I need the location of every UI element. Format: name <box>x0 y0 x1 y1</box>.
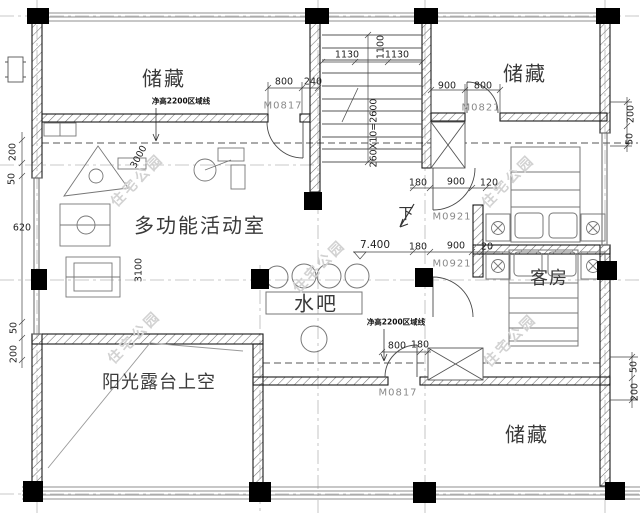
dim-left-200-bottom: 200 <box>8 344 20 364</box>
storage-cabinet <box>43 122 77 137</box>
clear-height-note-left: 净高2200区域线 <box>151 96 211 106</box>
dim-900-lower: 900 <box>446 240 466 252</box>
room-label-water-bar: 水吧 <box>294 291 338 316</box>
staircase <box>322 34 422 163</box>
dim-left-50-bottom: 50 <box>8 321 20 335</box>
door-swings <box>266 81 499 378</box>
dim-right-200-bottom: 200 <box>629 382 640 402</box>
room-label-activity-room: 多功能活动室 <box>134 213 266 238</box>
door-label-m0817-top: M0817 <box>263 100 303 112</box>
room-label-terrace: 阳光露台上空 <box>102 372 216 393</box>
nightstand-lamp-icons <box>491 221 600 273</box>
window-left <box>32 177 42 335</box>
door-label-m0921-upper: M0921 <box>432 211 472 223</box>
door-label-m0817-bottom: M0817 <box>378 387 418 399</box>
dim-1130-left: 1130 <box>334 49 360 61</box>
dim-right-50-bottom: 50 <box>628 360 640 374</box>
gym-equipment <box>59 145 246 298</box>
dim-right-200-top: 200 <box>625 104 637 124</box>
door-label-m0921-lower: M0921 <box>432 258 472 270</box>
dim-900-top-right: 900 <box>437 80 457 92</box>
dim-left-620: 620 <box>12 222 32 234</box>
dim-800-top-right: 800 <box>473 80 493 92</box>
level-mark: 7.400 <box>359 239 391 251</box>
dim-900-upper: 900 <box>446 176 466 188</box>
dim-120: 120 <box>479 177 499 189</box>
clear-height-note-center: 净高2200区域线 <box>366 317 426 327</box>
dim-180-lower: 180 <box>408 241 428 253</box>
dimension-lines <box>18 31 638 408</box>
bed-lower <box>485 249 606 347</box>
room-label-storage-bottom-right: 储藏 <box>505 422 549 447</box>
room-label-storage-top-left: 储藏 <box>142 66 186 91</box>
window-right <box>600 132 610 246</box>
dim-240: 240 <box>303 76 323 88</box>
terrace-roof-line <box>47 342 244 469</box>
dim-800-top-left: 800 <box>274 76 294 88</box>
stair-down-label: 下 <box>398 204 414 223</box>
flue-shafts <box>427 121 484 381</box>
dim-stair-total: 260X10=2600 <box>368 98 380 168</box>
bed-upper <box>485 146 606 243</box>
dim-left-50-top: 50 <box>6 172 18 186</box>
structural-columns <box>23 8 625 503</box>
room-label-guest-room: 客房 <box>530 268 568 289</box>
room-label-storage-top-right: 储藏 <box>503 61 547 86</box>
exterior-window-symbol <box>5 56 26 83</box>
note-leaders <box>152 108 388 362</box>
door-label-m0821: M0821 <box>461 102 501 114</box>
dim-20: 20 <box>480 241 494 253</box>
dim-1130-right: 1130 <box>384 49 410 61</box>
dim-3100: 3100 <box>133 257 145 283</box>
bar-counter <box>265 263 370 353</box>
stair-down-arrow <box>399 203 415 228</box>
dim-left-200-top: 200 <box>7 142 19 162</box>
dim-180-upper: 180 <box>408 177 428 189</box>
dim-800-bottom: 800 <box>387 340 407 352</box>
dim-right-50-top: 50 <box>624 132 636 146</box>
dim-180-bottom: 180 <box>410 339 430 351</box>
